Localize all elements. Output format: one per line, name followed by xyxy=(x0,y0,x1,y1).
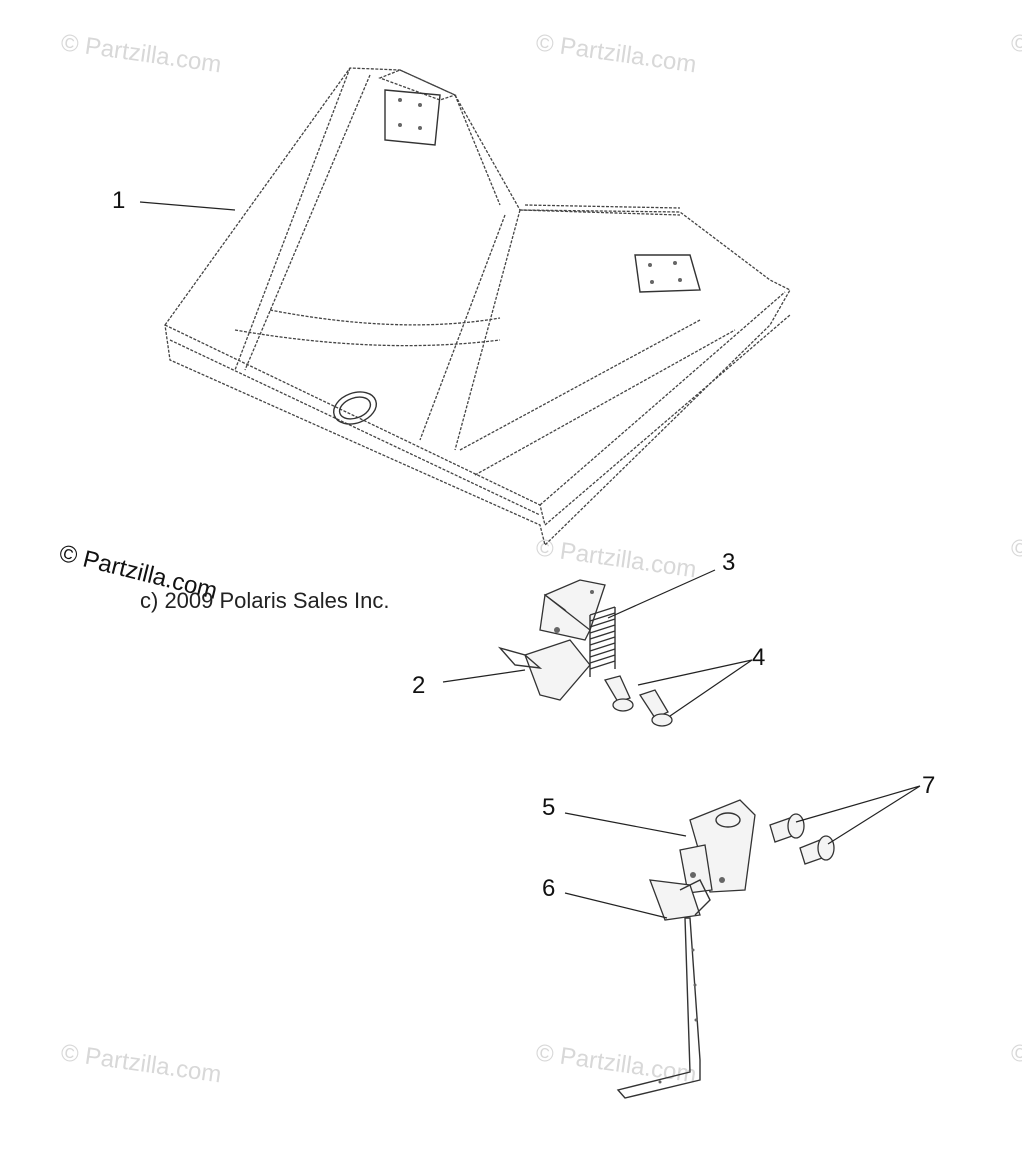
watermark-bottom-left: © Partzilla.com xyxy=(59,1039,223,1088)
hood-panel[interactable] xyxy=(164,67,791,547)
callout-4[interactable]: 4 xyxy=(752,644,765,671)
watermark-top-center: © Partzilla.com xyxy=(534,29,698,78)
watermark-top-right: © Partzilla.com xyxy=(1009,29,1022,78)
watermark-top-left: © Partzilla.com xyxy=(59,29,223,78)
spring[interactable] xyxy=(589,606,616,677)
callout-2[interactable]: 2 xyxy=(412,672,425,699)
watermark-bottom-center: © Partzilla.com xyxy=(534,1039,698,1088)
watermark-middle-right: © Partzilla.com xyxy=(1009,534,1022,583)
callout-1[interactable]: 1 xyxy=(112,187,125,214)
latch-rod-assembly[interactable] xyxy=(616,879,711,1099)
watermark-middle-center: © Partzilla.com xyxy=(534,534,698,583)
watermarks: © Partzilla.com © Partzilla.com © Partzi… xyxy=(57,29,1022,1088)
watermark-bottom-right: © Partzilla.com xyxy=(1009,1039,1022,1088)
mount-bracket[interactable] xyxy=(679,799,756,894)
bolts[interactable] xyxy=(769,813,835,865)
copyright-notice: c) 2009 Polaris Sales Inc. xyxy=(140,588,389,613)
screws[interactable] xyxy=(604,675,673,727)
latch-bracket[interactable] xyxy=(497,579,606,701)
callout-7[interactable]: 7 xyxy=(922,772,935,799)
callout-6[interactable]: 6 xyxy=(542,875,555,902)
callout-3[interactable]: 3 xyxy=(722,549,735,576)
callout-labels: 1 2 3 4 5 6 7 xyxy=(112,187,935,902)
leader-lines xyxy=(139,201,921,919)
callout-5[interactable]: 5 xyxy=(542,794,555,821)
